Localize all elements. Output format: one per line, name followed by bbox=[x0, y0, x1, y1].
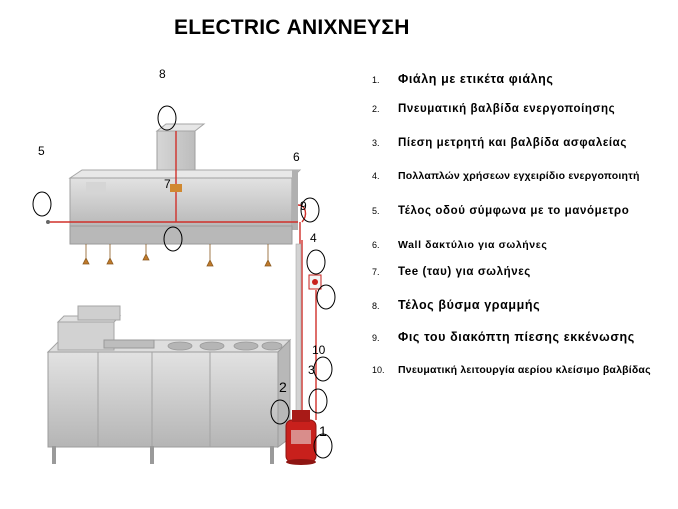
callout-9: 9 bbox=[300, 199, 307, 213]
callout-circles bbox=[32, 105, 336, 459]
legend-item: 2. Πνευματική βαλβίδα ενεργοποίησης bbox=[372, 99, 615, 117]
callout-5: 5 bbox=[38, 144, 45, 158]
legend-text: Φιάλη με ετικέτα φιάλης bbox=[398, 72, 554, 86]
legend-text: Τέλος βύσμα γραμμής bbox=[398, 298, 541, 312]
legend-text: Φις του διακόπτη πίεσης εκκένωσης bbox=[398, 330, 635, 344]
nozzles bbox=[82, 244, 272, 267]
callout-8: 8 bbox=[159, 67, 166, 81]
vertical-conduit bbox=[295, 243, 302, 425]
callout-circle-4 bbox=[306, 249, 326, 275]
legend-item: 3. Πίεση μετρητή και βαλβίδα ασφαλείας bbox=[372, 133, 627, 151]
legend-number: 4. bbox=[372, 171, 380, 181]
callout-10: 10 bbox=[312, 343, 326, 357]
legend-item: 10. Πνευματική λειτουργία αερίου κλείσιμο… bbox=[372, 360, 651, 378]
legend-item: 4. Πολλαπλών χρήσεων εγχειρίδιο ενεργοποι… bbox=[372, 166, 640, 184]
legend-number: 9. bbox=[372, 333, 380, 343]
legend-text: Πολλαπλών χρήσεων εγχειρίδιο ενεργοποιητ… bbox=[398, 170, 640, 182]
legend-text: Πνευματική λειτουργία αερίου κλείσιμο βα… bbox=[398, 364, 651, 376]
kitchen-counter bbox=[46, 305, 292, 464]
legend-number: 7. bbox=[372, 267, 380, 277]
callout-circle-10 bbox=[313, 356, 333, 382]
callout-circle-8 bbox=[157, 105, 177, 131]
legend-text: Τέλος οδού σύμφωνα με το μανόμετρο bbox=[398, 205, 630, 217]
end-of-line-plug-icon bbox=[46, 220, 50, 224]
agent-cylinder bbox=[285, 410, 317, 465]
legend-item: 8. Τέλος βύσμα γραμμής bbox=[372, 296, 540, 314]
callout-circle-2 bbox=[270, 399, 290, 425]
page-title: ELECTRIC ΑΝΙΧΝΕΥΣΗ bbox=[174, 16, 410, 39]
legend-number: 1. bbox=[372, 75, 380, 85]
callout-2: 2 bbox=[279, 379, 287, 395]
tee-fitting-icon bbox=[170, 184, 182, 192]
legend-number: 5. bbox=[372, 206, 380, 216]
callout-circle-7 bbox=[163, 226, 183, 252]
legend-text: Wall δακτύλιο για σωλήνες bbox=[398, 239, 548, 251]
legend-item: 6. Wall δακτύλιο για σωλήνες bbox=[372, 235, 547, 253]
legend-text: Πνευματική βαλβίδα ενεργοποίησης bbox=[398, 103, 616, 115]
legend-number: 6. bbox=[372, 240, 380, 250]
callout-circle-6 bbox=[316, 284, 336, 310]
detection-pipe bbox=[50, 131, 317, 440]
exhaust-hood bbox=[68, 169, 302, 245]
legend-text: Πίεση μετρητή και βαλβίδα ασφαλείας bbox=[398, 137, 627, 149]
callout-circle-3 bbox=[308, 388, 328, 414]
legend-text: Tee (ταυ) για σωλήνες bbox=[398, 266, 531, 278]
callout-3: 3 bbox=[308, 363, 315, 377]
callout-7: 7 bbox=[164, 177, 171, 191]
legend-number: 3. bbox=[372, 138, 380, 148]
manual-actuator bbox=[308, 274, 322, 290]
callout-1: 1 bbox=[319, 423, 327, 439]
legend-item: 5. Τέλος οδού σύμφωνα με το μανόμετρο bbox=[372, 201, 629, 219]
legend-item: 1. Φιάλη με ετικέτα φιάλης bbox=[372, 70, 554, 88]
legend-item: 9. Φις του διακόπτη πίεσης εκκένωσης bbox=[372, 328, 635, 346]
callout-circle-5 bbox=[32, 191, 52, 217]
legend-item: 7. Tee (ταυ) για σωλήνες bbox=[372, 262, 531, 280]
legend-number: 10. bbox=[372, 365, 385, 375]
callout-circle-9 bbox=[300, 197, 320, 223]
legend-number: 8. bbox=[372, 301, 380, 311]
legend-number: 2. bbox=[372, 104, 380, 114]
callout-circle-1 bbox=[313, 433, 333, 459]
callout-4: 4 bbox=[310, 231, 317, 245]
callout-6: 6 bbox=[293, 150, 300, 164]
